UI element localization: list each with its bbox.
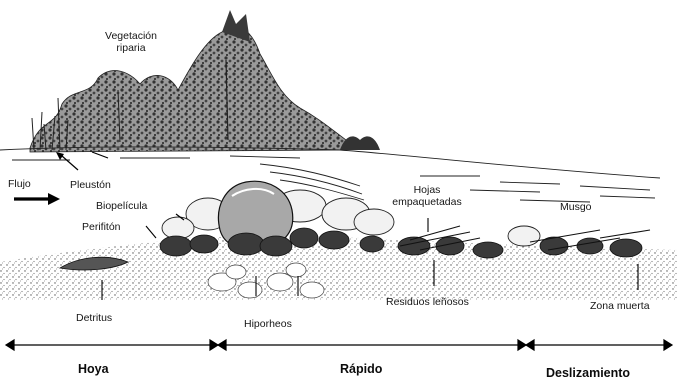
zone-label-run: Deslizamiento — [546, 366, 630, 380]
label-line: Vegetación — [86, 30, 176, 42]
label-flow: Flujo — [8, 178, 31, 190]
label-periphyton: Perifitón — [82, 221, 121, 233]
label-detritus: Detritus — [76, 312, 112, 324]
zone-label-pool: Hoya — [78, 362, 109, 376]
pleuston-pointer — [92, 152, 108, 158]
label-woody-debris: Residuos leñosos — [386, 296, 469, 308]
label-pleuston: Pleustón — [70, 179, 111, 191]
label-riparian-vegetation: Vegetación riparia — [86, 30, 176, 54]
flow-arrowhead — [48, 193, 60, 205]
label-hyporheos: Hiporheos — [244, 318, 292, 330]
label-line: empaquetadas — [372, 196, 482, 208]
label-moss: Musgo — [560, 201, 592, 213]
label-line: riparia — [86, 42, 176, 54]
riparian-vegetation — [30, 10, 380, 152]
zone-label-riffle: Rápido — [340, 362, 382, 376]
label-dead-zone: Zona muerta — [590, 300, 650, 312]
pleuston-pointer — [62, 156, 78, 170]
label-biofilm: Biopelícula — [96, 200, 147, 212]
bank-shrub — [340, 136, 380, 150]
label-packed-leaves: Hojas empaquetadas — [372, 184, 482, 208]
zone-scale — [6, 340, 672, 350]
label-line: Hojas — [372, 184, 482, 196]
tree-canopy — [30, 26, 346, 152]
